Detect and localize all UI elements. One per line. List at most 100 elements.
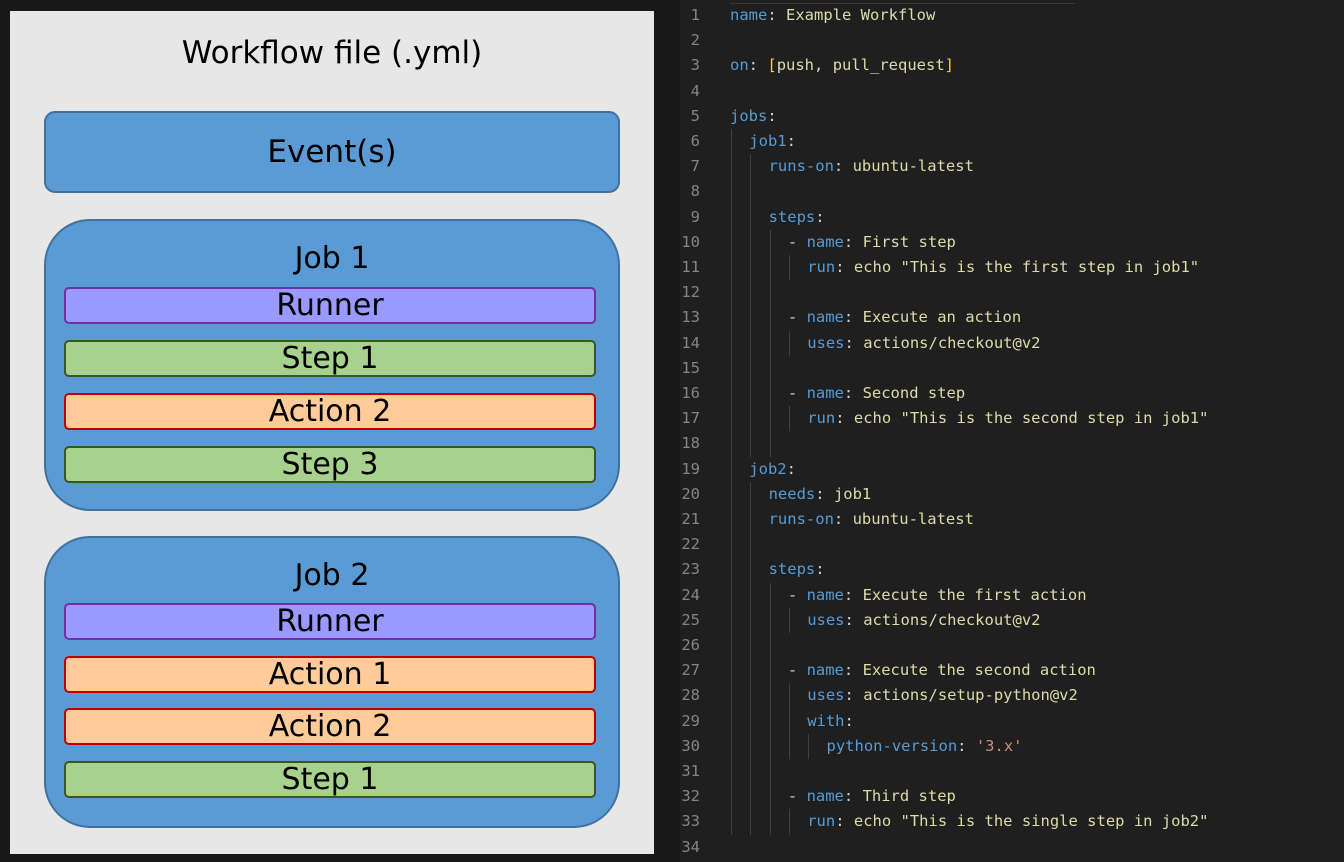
code-line[interactable]: 14 uses: actions/checkout@v2 xyxy=(680,331,1344,356)
code-text: job2: xyxy=(749,457,796,482)
job-2-title: Job 2 xyxy=(294,558,370,593)
indent-guide xyxy=(750,481,752,835)
code-token: name xyxy=(806,787,844,806)
code-token: : xyxy=(957,736,976,755)
item-label: Action 1 xyxy=(268,657,392,692)
event-box: Event(s) xyxy=(44,111,620,193)
line-number: 3 xyxy=(690,56,700,75)
code-line[interactable]: 12 xyxy=(680,280,1344,305)
code-token: [ xyxy=(767,56,777,75)
code-line[interactable]: 34 xyxy=(680,835,1344,860)
code-token: on xyxy=(730,56,749,75)
code-line[interactable]: 20 needs: job1 xyxy=(680,482,1344,507)
code-token: uses xyxy=(807,686,845,705)
code-line[interactable]: 15 xyxy=(680,356,1344,381)
job-1-action-2: Action 2 xyxy=(64,393,596,430)
code-text: on: [push, pull_request] xyxy=(730,53,954,78)
line-number: 8 xyxy=(690,182,700,201)
code-token: : xyxy=(843,661,863,680)
code-token: : xyxy=(843,787,863,806)
indent-guide xyxy=(788,809,790,835)
diagram-title: Workflow file (.yml) xyxy=(181,35,483,71)
line-number: 4 xyxy=(690,81,700,100)
code-token: : xyxy=(815,560,825,579)
code-token: : xyxy=(843,585,863,604)
line-number: 24 xyxy=(681,585,700,604)
code-token: uses xyxy=(807,610,845,629)
line-number: 26 xyxy=(681,636,700,654)
code-line[interactable]: 27- name: Execute the second action xyxy=(680,658,1344,683)
code-text: - name: Second step xyxy=(788,381,965,406)
line-number: 20 xyxy=(681,484,700,503)
code-line[interactable]: 24- name: Execute the first action xyxy=(680,583,1344,608)
code-line[interactable]: 32- name: Third step xyxy=(680,784,1344,809)
code-token: python-version xyxy=(826,736,958,755)
code-token: : xyxy=(844,333,864,352)
editor-top-border xyxy=(730,3,1075,4)
code-text: jobs: xyxy=(730,104,777,129)
code-line[interactable]: 4 xyxy=(680,79,1344,104)
code-line[interactable]: 3 on: [push, pull_request] xyxy=(680,53,1344,78)
code-text: uses: actions/checkout@v2 xyxy=(807,331,1040,356)
code-token: : xyxy=(748,56,768,75)
code-text: run: echo "This is the second step in jo… xyxy=(807,406,1208,431)
event-label: Event(s) xyxy=(267,134,397,170)
code-text: steps: xyxy=(769,557,825,582)
code-line[interactable]: 26 xyxy=(680,633,1344,658)
code-token: steps xyxy=(768,560,816,579)
code-token: : xyxy=(843,308,863,327)
line-number: 7 xyxy=(690,157,700,176)
code-line[interactable]: 22 xyxy=(680,532,1344,557)
code-token: : xyxy=(835,812,854,831)
code-line[interactable]: 16- name: Second step xyxy=(680,381,1344,406)
job-1-title: Job 1 xyxy=(294,241,370,276)
code-text: run: echo "This is the single step in jo… xyxy=(807,809,1208,834)
line-number: 14 xyxy=(681,333,700,352)
code-token: : xyxy=(767,6,786,24)
indent-guide xyxy=(808,733,810,759)
line-number: 28 xyxy=(681,686,700,705)
job-2-action-2: Action 2 xyxy=(64,708,596,745)
line-number: 30 xyxy=(681,736,700,755)
indent-guide xyxy=(788,683,790,759)
code-line[interactable]: 8 xyxy=(680,179,1344,204)
code-line[interactable]: 13- name: Execute an action xyxy=(680,305,1344,330)
indent-guide xyxy=(788,330,790,356)
code-line[interactable]: 31 xyxy=(680,759,1344,784)
line-number: 23 xyxy=(681,560,700,579)
code-token: needs xyxy=(768,484,816,503)
code-line[interactable]: 23 steps: xyxy=(680,557,1344,582)
code-token: actions/checkout@v2 xyxy=(863,333,1041,352)
item-label: Runner xyxy=(276,288,384,323)
code-token: , xyxy=(814,56,833,75)
code-token: echo "This is the single step in job2" xyxy=(853,812,1209,831)
line-number: 32 xyxy=(681,787,700,806)
code-token: - xyxy=(787,308,807,327)
code-line[interactable]: 10- name: First step xyxy=(680,230,1344,255)
code-token: : xyxy=(843,232,863,251)
workflow-diagram: Workflow file (.yml) Event(s) Job 1 Runn… xyxy=(10,11,654,854)
code-text: needs: job1 xyxy=(769,482,872,507)
code-token: : xyxy=(833,157,853,176)
code-line[interactable]: 18 xyxy=(680,431,1344,456)
code-token: Execute the first action xyxy=(862,585,1087,604)
code-line[interactable]: 2 xyxy=(680,28,1344,53)
line-number: 10 xyxy=(681,232,700,251)
code-text: runs-on: ubuntu-latest xyxy=(769,507,974,532)
line-number: 31 xyxy=(681,762,700,780)
